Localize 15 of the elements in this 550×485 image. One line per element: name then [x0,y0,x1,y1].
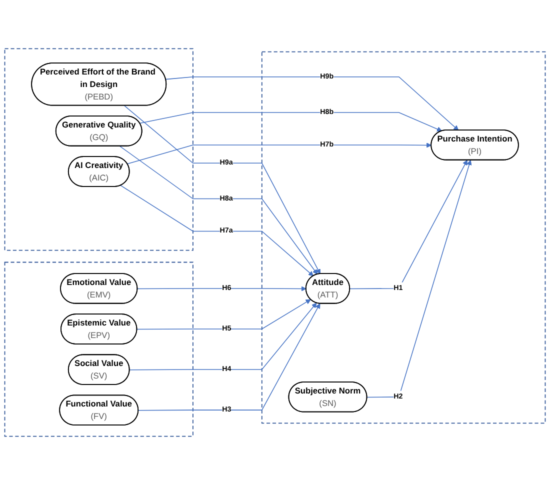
arrow [124,105,320,274]
arrow [129,302,317,370]
arrow [126,142,432,164]
arrow [137,286,306,292]
arrow [136,299,311,330]
arrow [139,112,442,132]
arrow [165,76,459,131]
cluster [261,51,546,424]
arrow [350,160,468,290]
arrow [366,160,472,398]
cluster [4,262,194,437]
cluster [4,48,194,251]
arrow [138,303,320,411]
arrow [120,185,314,276]
arrow [119,146,318,275]
